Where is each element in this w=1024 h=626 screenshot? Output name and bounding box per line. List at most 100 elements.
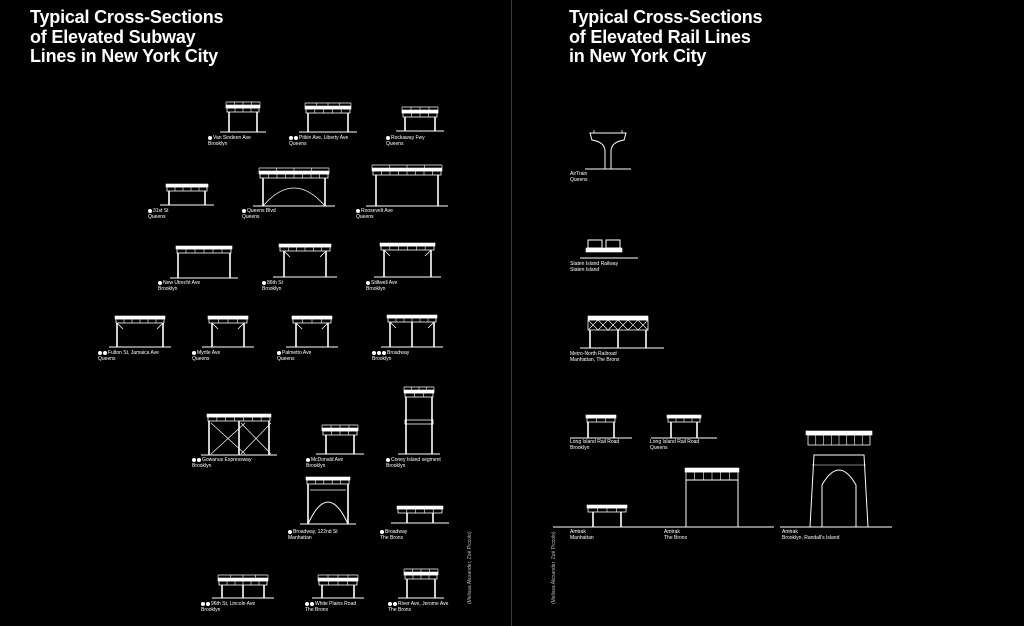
- section-borough: Brooklyn: [306, 463, 326, 469]
- section-place: River Ave, Jerome Ave: [398, 601, 449, 607]
- section-place: Stillwell Ave: [371, 280, 398, 286]
- line-bullet-icon: [206, 601, 210, 606]
- line-bullet-icon: [242, 208, 246, 213]
- section-borough: Brooklyn: [201, 607, 221, 613]
- section-place: Palmetto Ave: [282, 350, 312, 356]
- section-borough: Queens: [277, 356, 295, 362]
- subway-section-12: [286, 315, 338, 348]
- rail-section-3: [580, 315, 664, 349]
- section-place: Broadway: [385, 529, 408, 535]
- line-bullet-icon: [377, 350, 381, 355]
- section-borough: Brooklyn: [570, 445, 590, 451]
- rail-title: Typical Cross-Sections of Elevated Rail …: [569, 7, 763, 67]
- line-bullet-icon: [380, 529, 384, 534]
- section-details: [210, 187, 434, 525]
- section-borough: The Bronx: [380, 535, 404, 541]
- rail-title-line-1: Typical Cross-Sections: [569, 7, 763, 27]
- section-place: Staten Island Railway: [570, 261, 619, 267]
- section-place: Rockaway Fwy: [391, 135, 425, 141]
- subway-section-7: [170, 245, 238, 279]
- subway-section-10: [109, 315, 171, 348]
- section-place: White Plains Road: [315, 601, 357, 607]
- line-bullet-icon: [208, 135, 212, 140]
- rail-section-7: [660, 467, 774, 528]
- section-place: Gowanus Expressway: [202, 457, 252, 463]
- line-bullet-icon: [388, 601, 392, 606]
- subway-title: Typical Cross-Sections of Elevated Subwa…: [30, 7, 224, 67]
- section-borough: Brooklyn: [386, 463, 406, 469]
- subway-title-line-2: of Elevated Subway: [30, 26, 196, 47]
- section-place: Broadway, 122nd St: [293, 529, 338, 535]
- section-borough: Queens: [192, 356, 210, 362]
- line-bullet-icon: [372, 350, 376, 355]
- section-place: Broadway: [387, 350, 410, 356]
- section-place: Pitkin Ave, Liberty Ave: [299, 135, 349, 141]
- section-borough: Queens: [386, 141, 404, 147]
- rail-section-4: [570, 414, 632, 439]
- rail-title-line-2: of Elevated Rail Lines: [569, 26, 751, 47]
- line-bullet-icon: [356, 208, 360, 213]
- section-place: Long Island Rail Road: [570, 439, 620, 445]
- section-borough: Brooklyn: [158, 286, 178, 292]
- section-borough: Manhattan, The Bronx: [570, 357, 620, 363]
- rail-title-line-3: in New York City: [569, 46, 707, 66]
- section-place: 86th St: [267, 280, 283, 286]
- subway-title-line-3: Lines in New York City: [30, 46, 218, 66]
- subway-section-5: [253, 167, 335, 207]
- subway-section-16: [398, 386, 440, 455]
- section-borough: Brooklyn: [208, 141, 228, 147]
- section-borough: Queens: [242, 214, 260, 220]
- section-borough: Brooklyn: [366, 286, 386, 292]
- rail-section-2: [580, 239, 638, 259]
- line-bullet-icon: [103, 350, 107, 355]
- subway-section-1: [220, 101, 266, 133]
- line-bullet-icon: [192, 457, 196, 462]
- section-place: Myrtle Ave: [197, 350, 221, 356]
- line-bullet-icon: [158, 280, 162, 285]
- rail-section-1: [585, 130, 631, 170]
- subway-section-18: [391, 505, 449, 524]
- subway-section-9: [374, 242, 441, 278]
- section-place: 31st St: [153, 208, 169, 214]
- line-bullet-icon: [148, 208, 152, 213]
- line-bullet-icon: [386, 135, 390, 140]
- section-place: McDonald Ave: [311, 457, 344, 463]
- subway-section-4: [160, 183, 214, 206]
- subway-section-21: [398, 568, 444, 599]
- page-spine: [511, 0, 512, 626]
- section-place: Van Sindeen Ave: [213, 135, 251, 141]
- line-bullet-icon: [262, 280, 266, 285]
- section-borough: Queens: [98, 356, 116, 362]
- section-place: Fulton St, Jamaica Ave: [108, 350, 160, 356]
- section-place: 96th St, Lincoln Ave: [211, 601, 256, 607]
- subway-section-14: [201, 413, 277, 456]
- section-borough: Queens: [148, 214, 166, 220]
- section-borough: Brooklyn: [372, 356, 392, 362]
- section-borough: Queens: [289, 141, 307, 147]
- line-bullet-icon: [310, 601, 314, 606]
- section-place: Roosevelt Ave: [361, 208, 393, 214]
- line-bullet-icon: [306, 457, 310, 462]
- section-place: Queens Blvd: [247, 208, 276, 214]
- section-borough: Staten Island: [570, 267, 600, 273]
